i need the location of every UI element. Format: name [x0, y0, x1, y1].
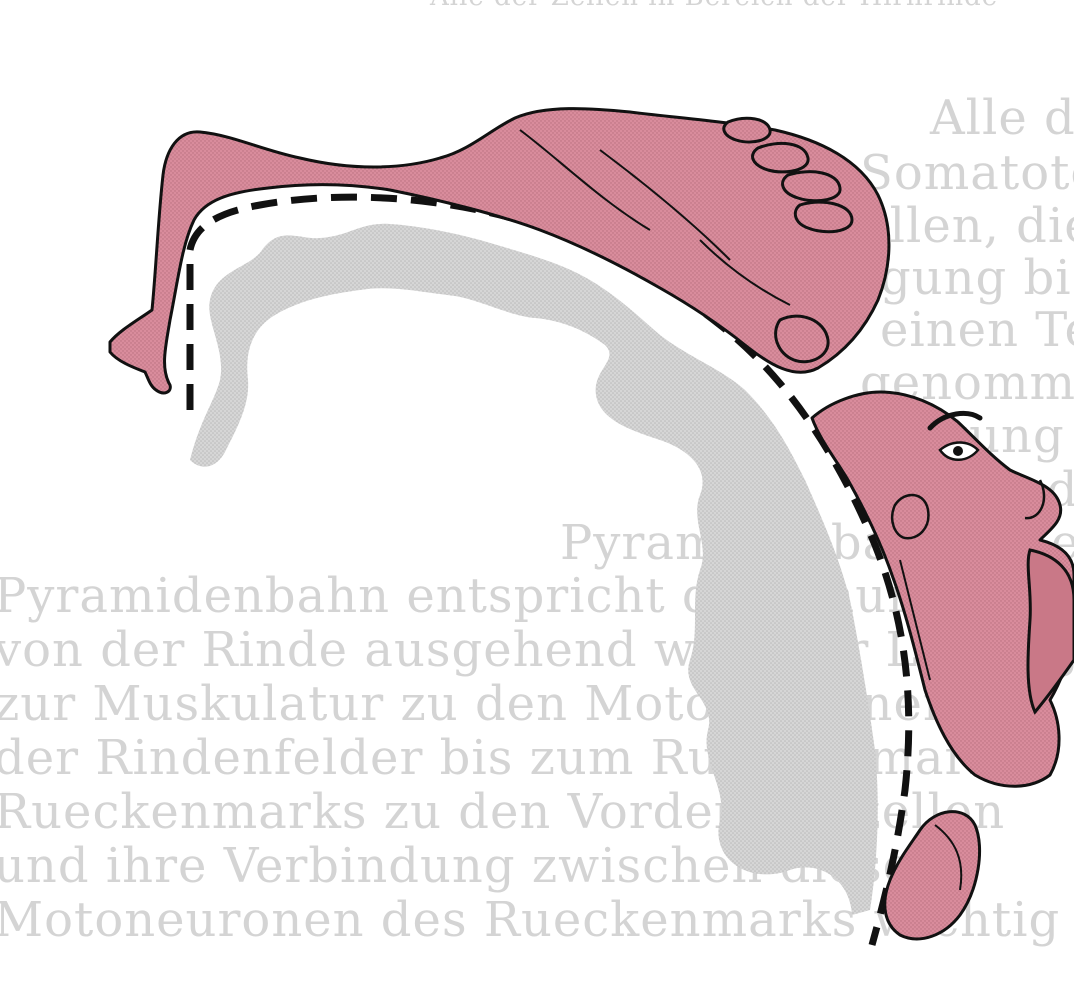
- ear-icon: [892, 495, 928, 538]
- lips-icon: [1028, 550, 1074, 712]
